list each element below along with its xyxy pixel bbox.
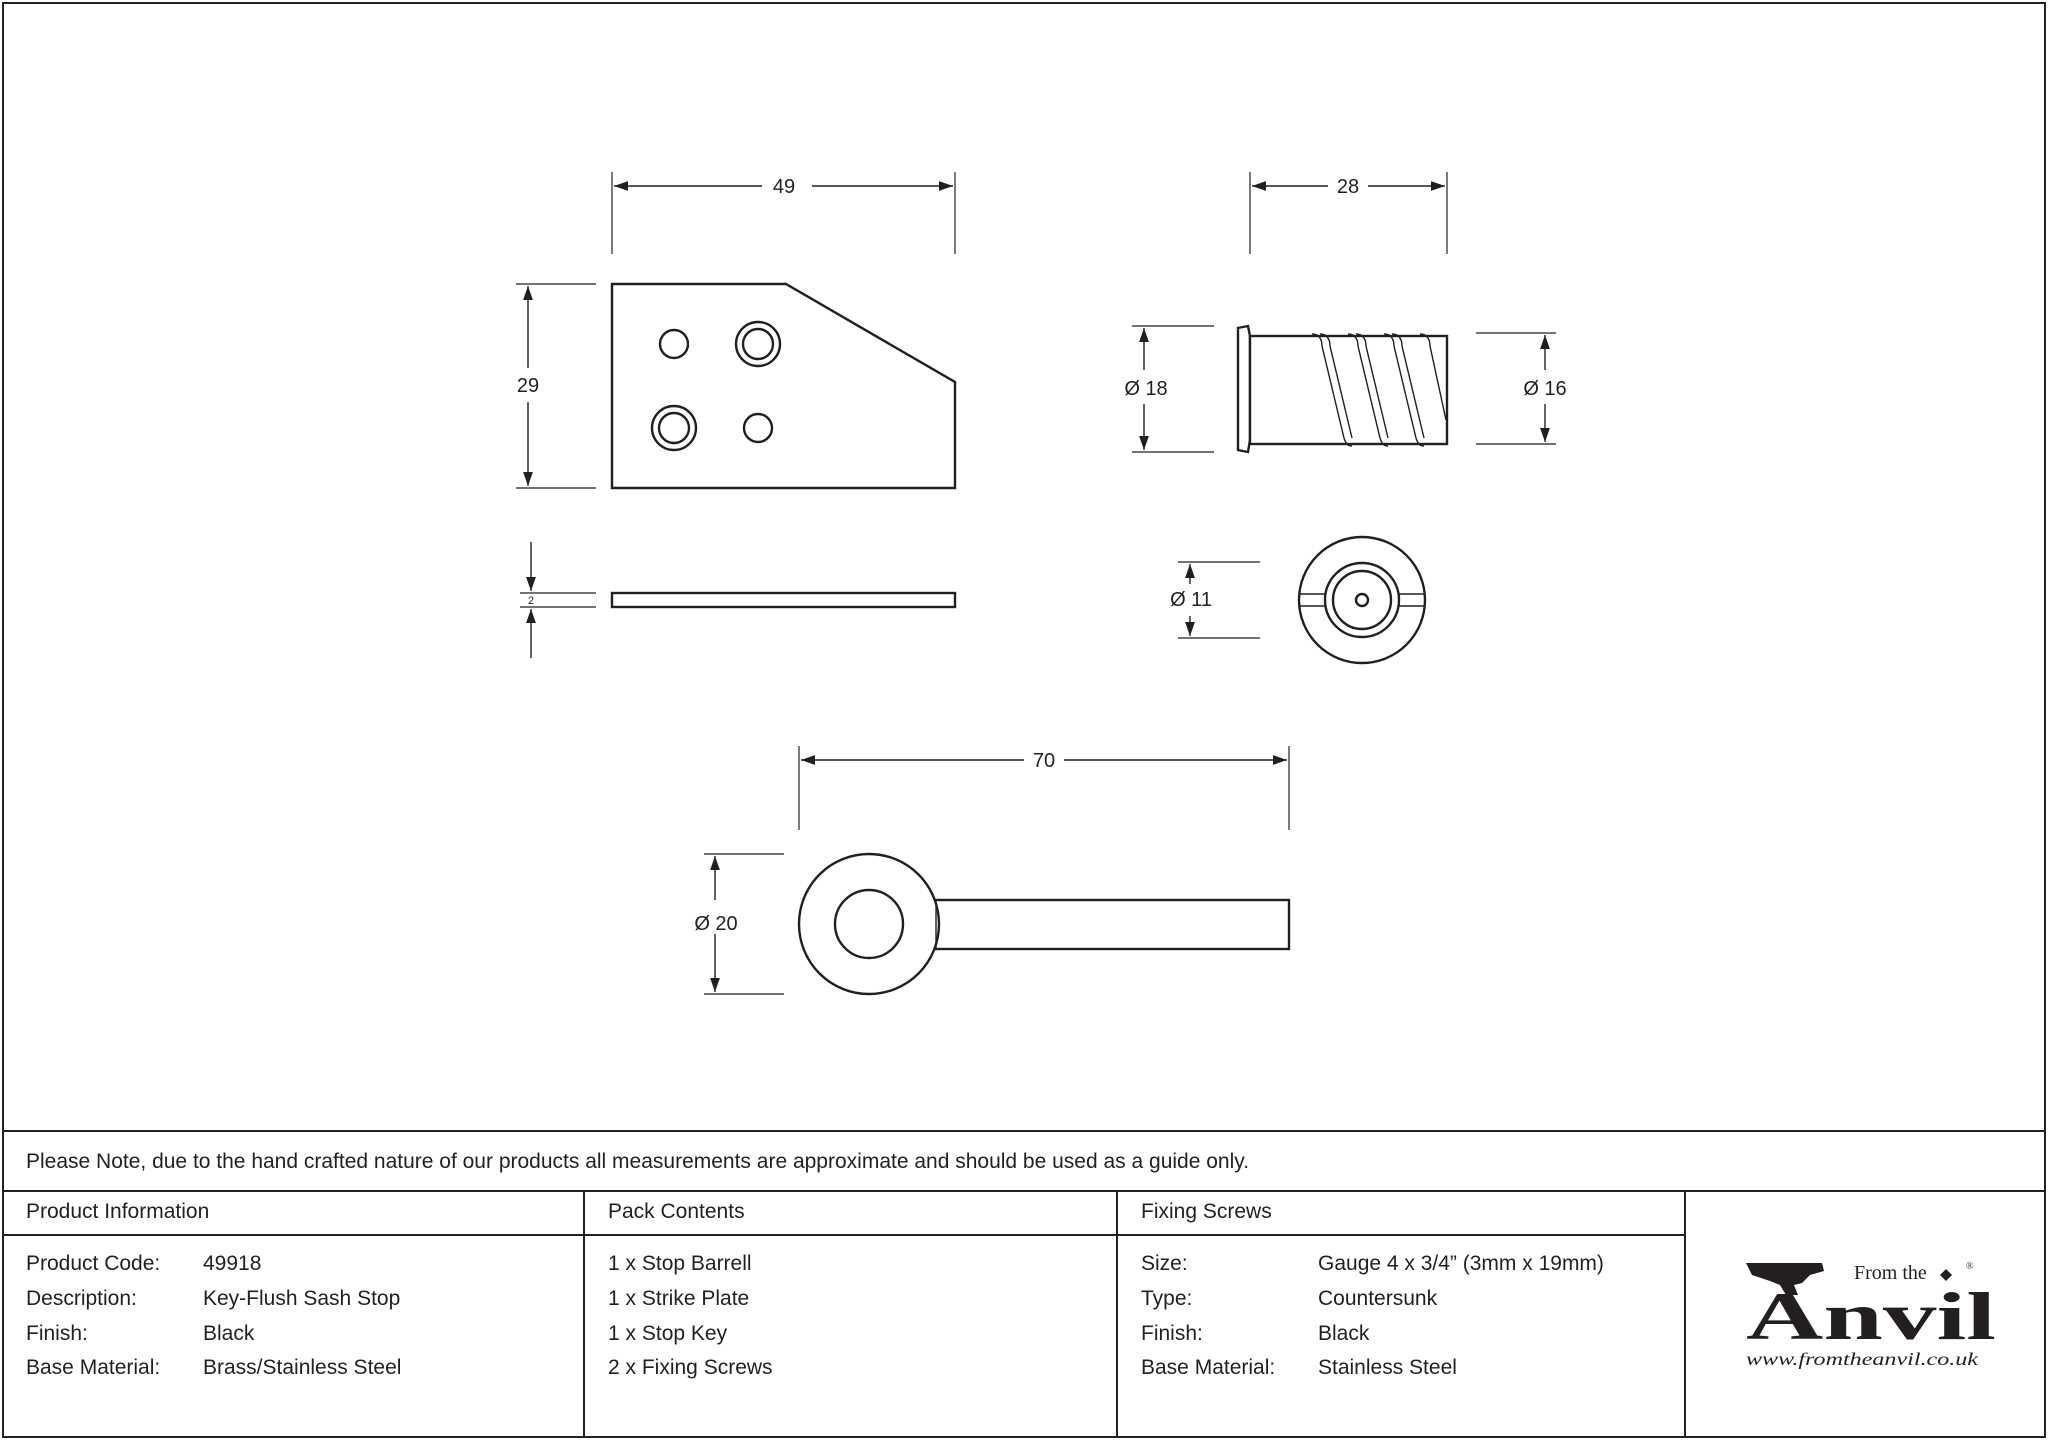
dim-plate-width: 49 bbox=[773, 176, 795, 198]
dim-barrel-flange: Ø 18 bbox=[1124, 378, 1167, 400]
strike-plate-side-view bbox=[610, 591, 957, 609]
dim-plate-height: 29 bbox=[517, 375, 539, 397]
dim-barrel-body: Ø 16 bbox=[1523, 378, 1566, 400]
dimension-barrel-bore: Ø 11 bbox=[1170, 561, 1260, 639]
dimension-key-head: Ø 20 bbox=[694, 853, 784, 995]
stop-key bbox=[797, 852, 1291, 996]
dim-barrel-length: 28 bbox=[1337, 176, 1359, 198]
screw-finish-value: Black bbox=[1318, 1322, 1370, 1345]
screw-finish-label: Finish: bbox=[1141, 1322, 1203, 1345]
base-material-value: Brass/Stainless Steel bbox=[203, 1356, 402, 1379]
dimension-plate-width: 49 bbox=[611, 172, 956, 254]
finish-label: Finish: bbox=[26, 1322, 88, 1345]
dim-barrel-bore: Ø 11 bbox=[1170, 589, 1212, 611]
disclaimer-note: Please Note, due to the hand crafted nat… bbox=[26, 1150, 1250, 1173]
registered-mark: ® bbox=[1966, 1261, 1974, 1272]
divider-note bbox=[2, 1190, 2046, 1192]
screw-base-material-label: Base Material: bbox=[1141, 1356, 1276, 1379]
dimension-key-length: 70 bbox=[798, 746, 1290, 830]
divider-headers bbox=[2, 1234, 1686, 1236]
product-code-label: Product Code: bbox=[26, 1252, 161, 1275]
product-code-value: 49918 bbox=[203, 1252, 262, 1275]
dimension-plate-thickness: 2 bbox=[520, 542, 596, 658]
divider-top bbox=[2, 1130, 2046, 1132]
dimension-barrel-body: Ø 16 bbox=[1476, 332, 1567, 445]
screw-size-label: Size: bbox=[1141, 1252, 1188, 1275]
logo-from-the: From the bbox=[1854, 1262, 1927, 1284]
dim-key-length: 70 bbox=[1033, 750, 1055, 772]
pack-contents-header: Pack Contents bbox=[608, 1200, 745, 1223]
screw-hole-plain bbox=[658, 328, 690, 360]
from-the-anvil-logo: From the ® Anvil www.fromtheanvil.co.uk bbox=[1746, 1261, 1996, 1369]
screw-base-material-value: Stainless Steel bbox=[1318, 1356, 1457, 1379]
base-material-label: Base Material: bbox=[26, 1356, 161, 1379]
column-divider-3 bbox=[1684, 1190, 1686, 1438]
logo-brand: Anvil bbox=[1746, 1278, 1996, 1354]
description-label: Description: bbox=[26, 1287, 137, 1310]
screw-size-value: Gauge 4 x 3/4” (3mm x 19mm) bbox=[1318, 1252, 1604, 1275]
pack-item: 1 x Strike Plate bbox=[608, 1287, 750, 1310]
barrel-end-view bbox=[1297, 535, 1427, 665]
dimension-plate-height: 29 bbox=[516, 283, 596, 489]
pack-item: 1 x Stop Key bbox=[608, 1322, 728, 1345]
screw-hole-plain bbox=[742, 412, 774, 444]
fixing-screws-header: Fixing Screws bbox=[1141, 1200, 1272, 1223]
logo-url: www.fromtheanvil.co.uk bbox=[1746, 1349, 1979, 1369]
barrel-side-view bbox=[1236, 324, 1449, 454]
dimension-barrel-length: 28 bbox=[1249, 172, 1448, 254]
product-info-header: Product Information bbox=[26, 1200, 210, 1223]
diamond-icon bbox=[1940, 1269, 1952, 1281]
dim-key-head: Ø 20 bbox=[694, 913, 737, 935]
dimension-barrel-flange: Ø 18 bbox=[1124, 325, 1214, 453]
description-value: Key-Flush Sash Stop bbox=[203, 1287, 401, 1310]
finish-value: Black bbox=[203, 1322, 255, 1345]
pack-item: 2 x Fixing Screws bbox=[608, 1356, 773, 1379]
dim-plate-thickness: 2 bbox=[528, 595, 534, 607]
strike-plate-top-view bbox=[610, 282, 957, 490]
technical-drawing: 49 29 2 28 bbox=[516, 172, 1567, 996]
column-divider-1 bbox=[583, 1190, 585, 1438]
column-divider-2 bbox=[1116, 1190, 1118, 1438]
pack-item: 1 x Stop Barrell bbox=[608, 1252, 752, 1275]
screw-type-value: Countersunk bbox=[1318, 1287, 1438, 1310]
screw-type-label: Type: bbox=[1141, 1287, 1193, 1310]
